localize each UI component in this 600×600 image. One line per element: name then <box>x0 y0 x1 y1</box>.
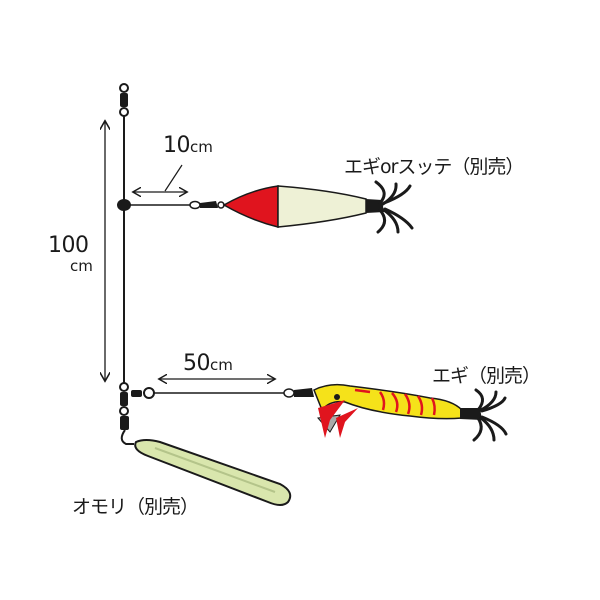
top-lure-label: エギorスッテ（別売） <box>344 156 524 178</box>
bottom-lure-label: エギ（別売） <box>432 365 541 387</box>
total-length-value: 100 <box>48 233 89 258</box>
top-swivel-icon <box>119 83 129 117</box>
lower-branch-value: 50 <box>183 351 211 376</box>
egi-lure-icon <box>313 383 508 442</box>
sutte-lure-icon <box>222 180 414 234</box>
upper-branch-leader <box>164 164 183 192</box>
snap-icon <box>283 388 314 398</box>
sinker-label: オモリ（別売） <box>72 496 199 518</box>
sinker-icon <box>134 439 292 506</box>
total-length-unit: cm <box>70 257 93 275</box>
lower-swivel-icon <box>119 382 155 445</box>
lower-branch-length-label: 50cm <box>183 351 233 376</box>
upper-branch-value: 10 <box>163 133 191 158</box>
lower-branch-unit: cm <box>210 356 233 374</box>
upper-branch-length-label: 10cm <box>163 133 213 158</box>
upper-branch-unit: cm <box>190 138 213 156</box>
snap-icon <box>189 200 225 210</box>
total-length-label: 100 <box>48 233 89 258</box>
